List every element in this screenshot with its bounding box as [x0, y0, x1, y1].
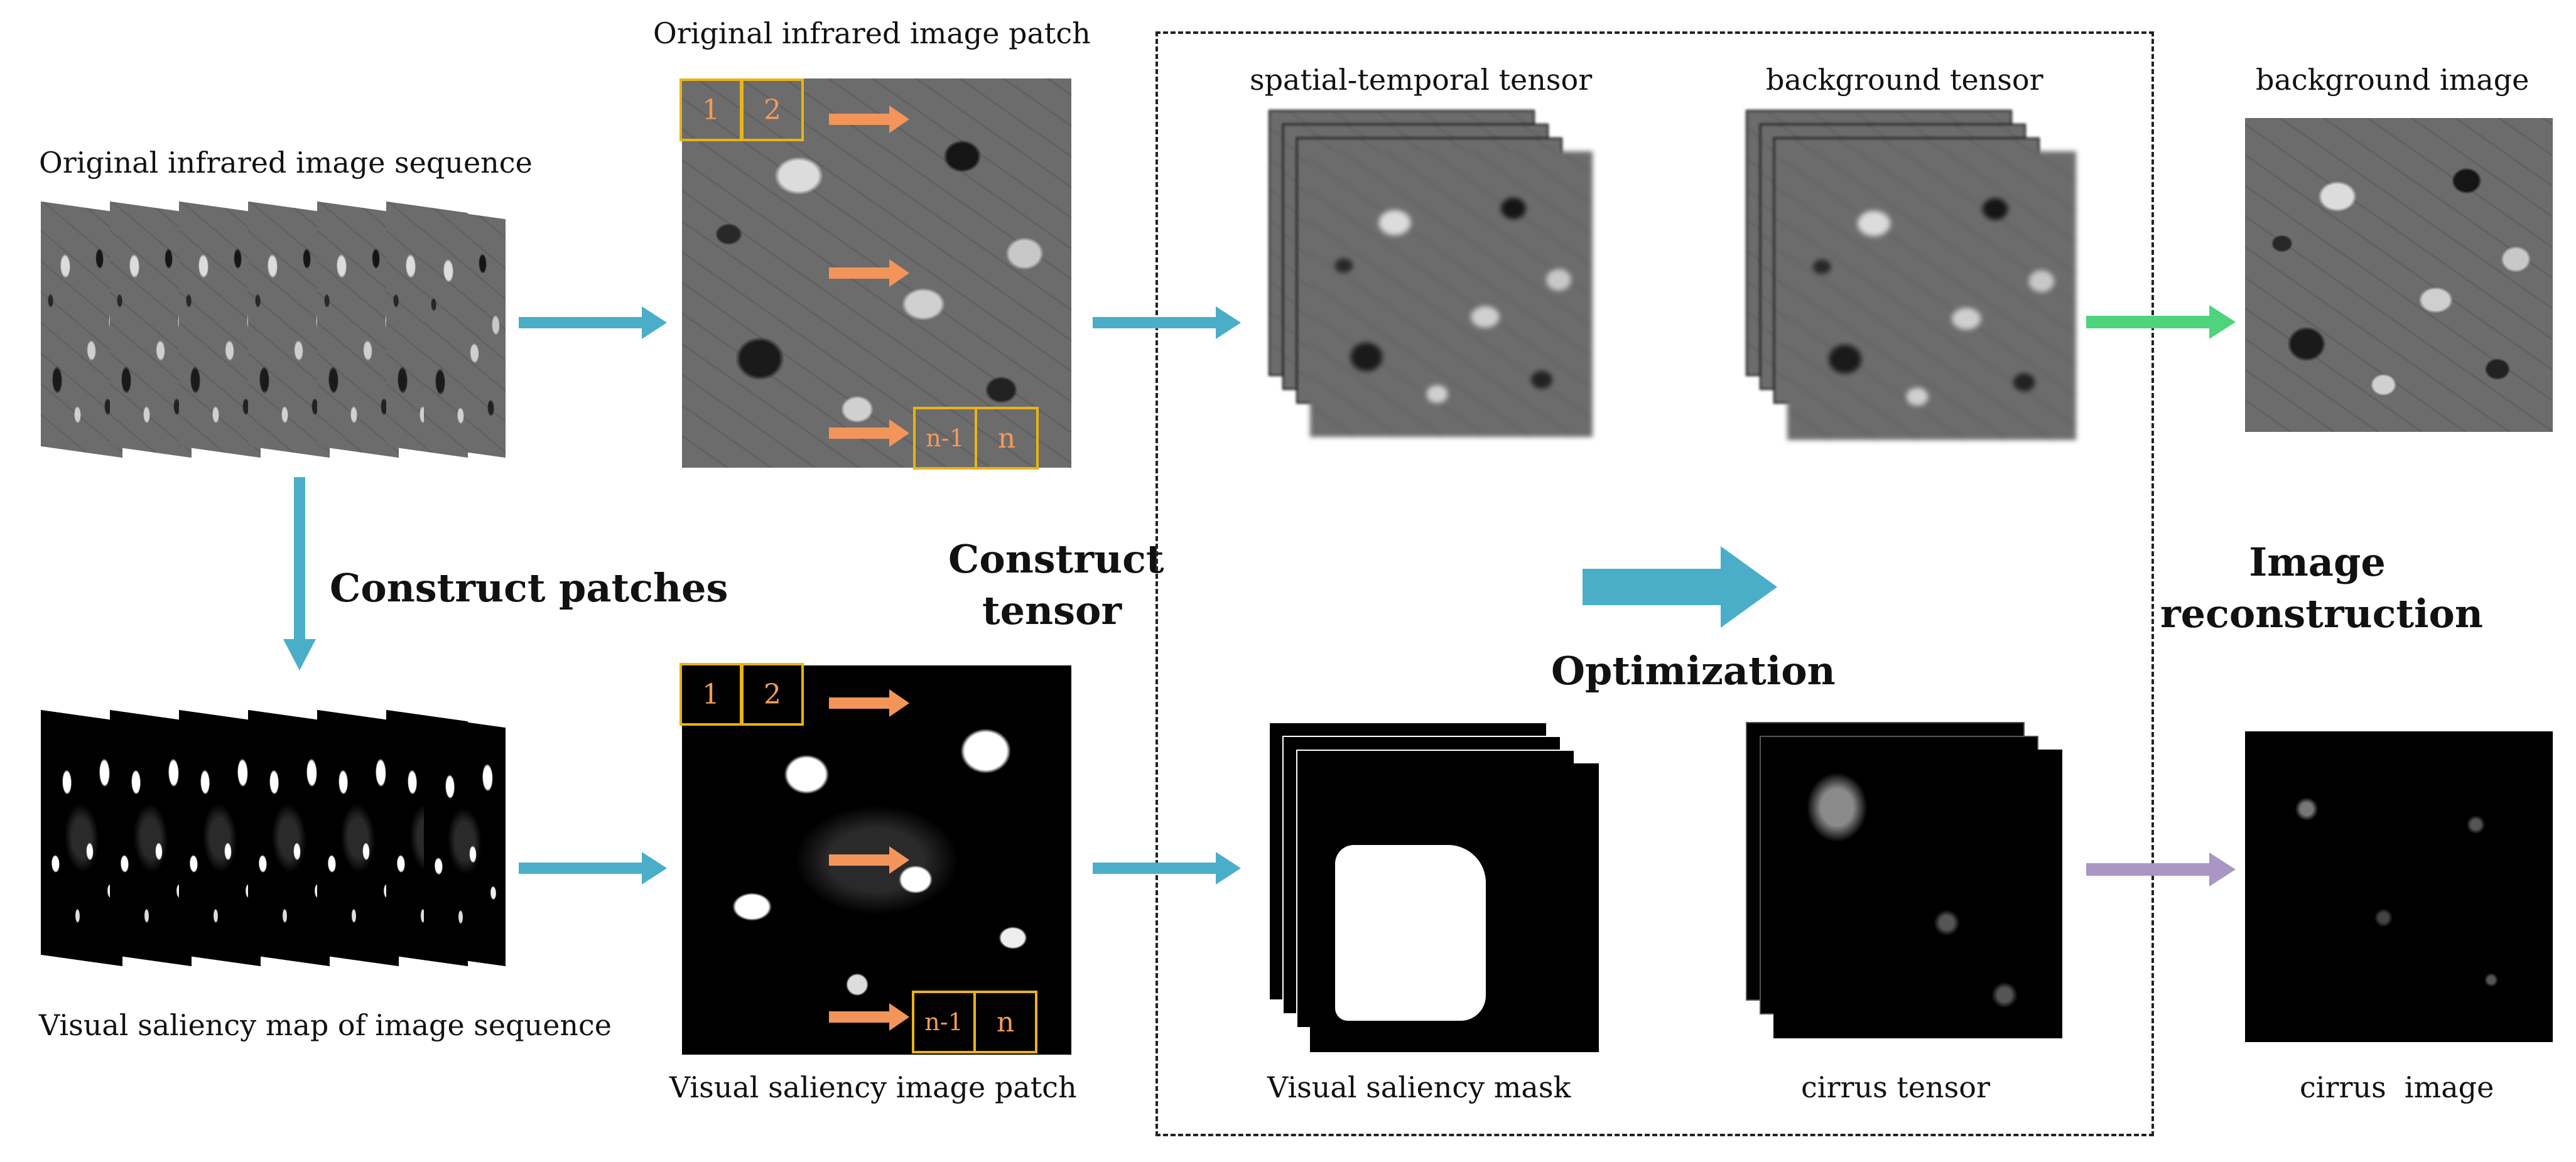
step-image-reconstruction-line1: Image — [2249, 539, 2386, 585]
label-background-tensor: background tensor — [1766, 63, 2043, 97]
arrow-saliency-to-patch — [519, 852, 667, 885]
patch-arrow — [829, 419, 909, 447]
arrow-cirrus-output — [2086, 853, 2236, 886]
arrow-sequence-to-patch — [519, 306, 667, 339]
patch-arrow — [829, 105, 909, 133]
arrow-patch-to-tensor-bottom — [1093, 852, 1241, 885]
spatial-temporal-tensor — [1269, 110, 1595, 443]
patch-box-n: n — [973, 991, 1037, 1053]
step-construct-tensor: Construct tensor — [948, 534, 1164, 637]
label-cirrus-tensor: cirrus tensor — [1801, 1070, 1990, 1104]
patch-box-2: 2 — [741, 663, 804, 726]
background-tensor — [1746, 110, 2079, 443]
patch-arrow — [829, 689, 909, 717]
tensor-slice — [1310, 763, 1599, 1052]
step-image-reconstruction: Image reconstruction — [2160, 537, 2483, 640]
patch-box-2: 2 — [741, 78, 804, 141]
label-spatial-temporal-tensor: spatial-temporal tensor — [1250, 63, 1593, 97]
tensor-slice — [1773, 750, 2062, 1038]
label-saliency-sequence: Visual saliency map of image sequence — [39, 1008, 612, 1042]
label-background-image: background image — [2256, 63, 2530, 97]
cirrus-image-output — [2245, 731, 2553, 1042]
step-construct-tensor-line2: tensor — [982, 588, 1122, 633]
arrow-patch-to-tensor-top — [1093, 306, 1241, 339]
saliency-mask-tensor — [1269, 722, 1599, 1055]
patch-arrow — [829, 1003, 909, 1031]
patch-arrow — [829, 259, 909, 287]
cirrus-tensor — [1746, 722, 2072, 1055]
arrow-background-output — [2086, 305, 2236, 339]
step-optimization: Optimization — [1551, 648, 1836, 694]
step-construct-patches: Construct patches — [330, 565, 728, 611]
label-saliency-patch: Visual saliency image patch — [669, 1070, 1077, 1104]
label-original-sequence: Original infrared image sequence — [39, 146, 533, 180]
tensor-slice — [1310, 151, 1593, 437]
arrow-optimization — [1583, 546, 1777, 628]
step-image-reconstruction-line2: reconstruction — [2160, 591, 2483, 637]
patch-box-n: n — [975, 407, 1039, 470]
optimization-frame — [1155, 31, 2154, 1136]
background-image-output — [2245, 118, 2553, 432]
label-cirrus-image: cirrus image — [2300, 1070, 2494, 1104]
step-construct-tensor-line1: Construct — [948, 536, 1164, 582]
mask-region — [1335, 845, 1486, 1021]
label-saliency-mask: Visual saliency mask — [1267, 1070, 1571, 1104]
tensor-slice — [1787, 151, 2076, 440]
arrow-construct-patches-down — [283, 477, 316, 670]
label-original-patch: Original infrared image patch — [653, 16, 1091, 50]
patch-arrow — [829, 846, 909, 874]
